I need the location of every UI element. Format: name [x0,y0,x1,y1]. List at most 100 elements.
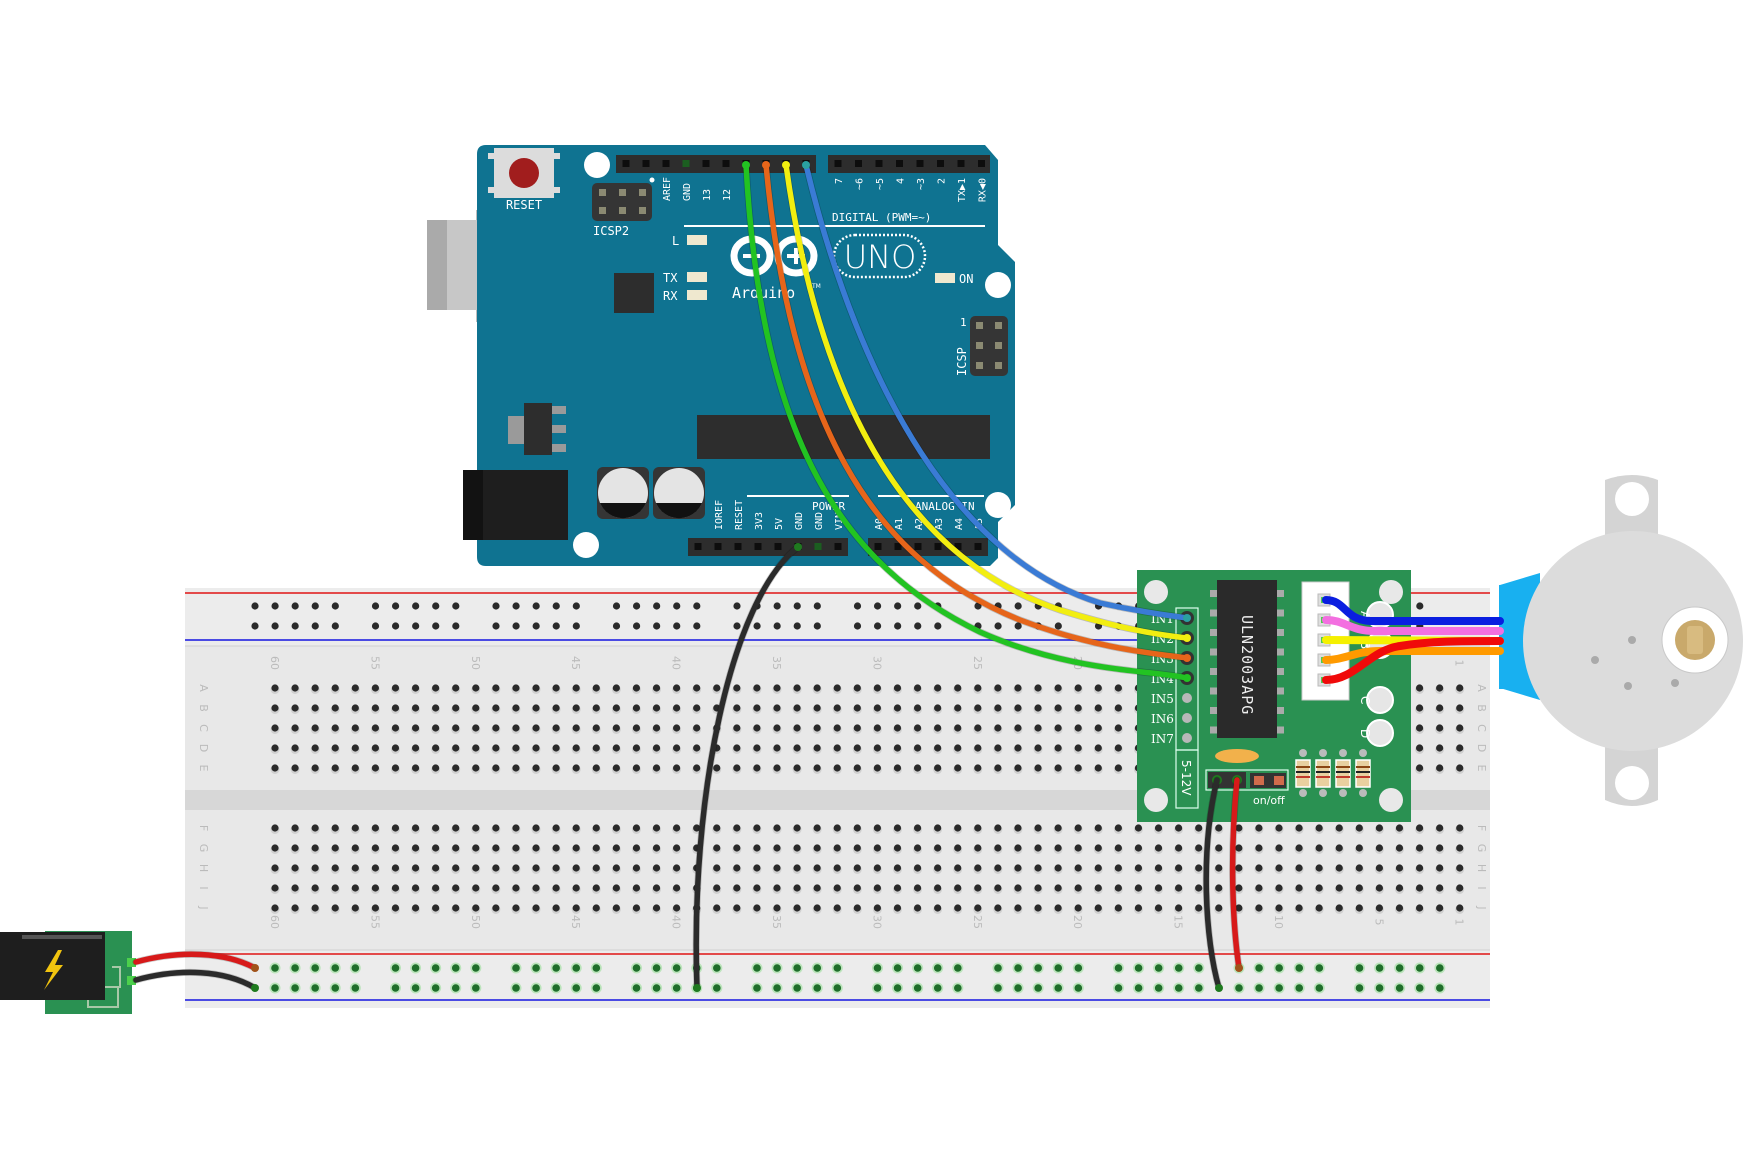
breadboard-hole[interactable] [813,864,821,872]
rail-hole-connected[interactable] [632,984,641,992]
breadboard-hole[interactable] [411,744,420,752]
breadboard-hole[interactable] [391,864,400,872]
rail-hole-connected[interactable] [391,984,400,992]
rail-hole-connected[interactable] [793,984,801,992]
breadboard-hole[interactable] [1436,744,1444,752]
breadboard-hole[interactable] [954,884,962,892]
breadboard-hole[interactable] [612,884,620,892]
rail-hole-connected[interactable] [532,984,540,992]
rail-hole[interactable] [432,622,440,630]
breadboard-hole[interactable] [853,844,861,852]
breadboard-hole[interactable] [612,724,620,732]
breadboard-hole[interactable] [532,904,540,912]
breadboard-hole[interactable] [1235,884,1243,892]
breadboard-hole[interactable] [612,844,620,852]
breadboard-hole[interactable] [652,724,661,732]
breadboard-hole[interactable] [432,724,440,732]
breadboard-hole[interactable] [893,724,902,732]
breadboard-hole[interactable] [472,844,480,852]
rail-hole[interactable] [552,622,560,630]
breadboard-hole[interactable] [1034,844,1042,852]
breadboard-hole[interactable] [974,904,982,912]
breadboard-hole[interactable] [793,684,801,692]
breadboard-hole[interactable] [1275,844,1283,852]
breadboard-hole[interactable] [432,764,440,772]
breadboard-hole[interactable] [552,844,560,852]
breadboard-hole[interactable] [432,824,440,832]
breadboard-hole[interactable] [1436,864,1444,872]
rail-hole[interactable] [492,602,500,610]
breadboard-hole[interactable] [271,904,279,912]
breadboard-hole[interactable] [913,744,922,752]
breadboard-hole[interactable] [1134,844,1143,852]
header-pin[interactable] [642,160,650,167]
breadboard-hole[interactable] [974,704,982,712]
breadboard-hole[interactable] [1074,724,1082,732]
breadboard-hole[interactable] [1134,884,1143,892]
breadboard-hole[interactable] [1315,884,1323,892]
breadboard-hole[interactable] [934,724,942,732]
breadboard-hole[interactable] [432,864,440,872]
breadboard-hole[interactable] [351,904,359,912]
header-pin[interactable] [855,160,862,167]
breadboard-hole[interactable] [371,684,379,692]
breadboard-hole[interactable] [753,764,761,772]
breadboard-hole[interactable] [1014,904,1022,912]
breadboard-hole[interactable] [1134,904,1143,912]
breadboard-hole[interactable] [291,884,299,892]
breadboard-hole[interactable] [1415,704,1424,712]
rail-hole[interactable] [1014,622,1022,630]
rail-hole[interactable] [492,622,500,630]
rail-hole[interactable] [532,622,540,630]
breadboard-hole[interactable] [1315,824,1323,832]
breadboard-hole[interactable] [311,704,319,712]
wire-pin9-in2[interactable] [783,162,1190,641]
breadboard-hole[interactable] [452,844,460,852]
breadboard-hole[interactable] [351,864,359,872]
breadboard-hole[interactable] [994,904,1002,912]
breadboard-hole[interactable] [893,904,902,912]
header-pin[interactable] [974,543,982,550]
rail-hole[interactable] [311,602,319,610]
breadboard-hole[interactable] [793,904,801,912]
breadboard-hole[interactable] [1255,844,1263,852]
breadboard-hole[interactable] [1375,864,1383,872]
breadboard-hole[interactable] [974,764,982,772]
breadboard-hole[interactable] [1114,724,1122,732]
rail-hole-connected[interactable] [572,964,581,972]
rail-hole-connected[interactable] [1114,984,1123,992]
breadboard-hole[interactable] [974,744,982,752]
breadboard-hole[interactable] [572,684,580,692]
breadboard-hole[interactable] [411,824,420,832]
breadboard-hole[interactable] [713,824,721,832]
breadboard-hole[interactable] [1114,864,1122,872]
breadboard-hole[interactable] [1415,844,1424,852]
breadboard-hole[interactable] [1415,884,1424,892]
breadboard-hole[interactable] [793,844,801,852]
breadboard-hole[interactable] [1094,744,1102,752]
breadboard-hole[interactable] [1034,864,1042,872]
breadboard-hole[interactable] [1275,884,1283,892]
breadboard-hole[interactable] [572,884,580,892]
breadboard-hole[interactable] [893,884,902,892]
rail-hole-connected[interactable] [954,984,962,992]
breadboard-hole[interactable] [753,884,761,892]
breadboard-hole[interactable] [452,704,460,712]
breadboard-hole[interactable] [1355,864,1363,872]
rail-hole-connected[interactable] [331,984,340,992]
breadboard-hole[interactable] [673,744,681,752]
breadboard-hole[interactable] [793,724,801,732]
breadboard-hole[interactable] [813,824,821,832]
breadboard-hole[interactable] [1456,724,1464,732]
breadboard-hole[interactable] [1054,844,1062,852]
breadboard-hole[interactable] [1054,864,1062,872]
breadboard-hole[interactable] [351,824,359,832]
breadboard-hole[interactable] [893,844,902,852]
breadboard-hole[interactable] [1195,844,1203,852]
breadboard-hole[interactable] [1355,904,1363,912]
breadboard-hole[interactable] [512,824,520,832]
breadboard-hole[interactable] [1014,704,1022,712]
breadboard-hole[interactable] [1275,824,1283,832]
breadboard-hole[interactable] [873,724,882,732]
driver-input-pin[interactable] [1182,713,1192,723]
